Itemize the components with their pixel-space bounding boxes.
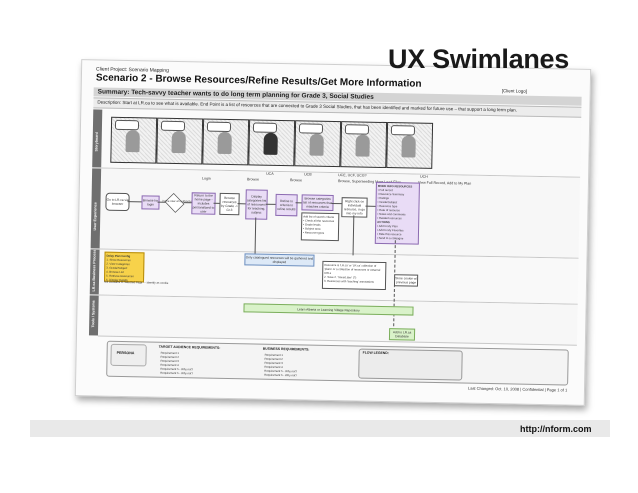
lane-strip-storyboard: Storyboard (92, 109, 103, 168)
business-yellow-box: Delay Plan Config 1. Show Resources 2. V… (103, 251, 145, 283)
business-requirements-title: BUSINESS REQUIREMENTS: (262, 346, 310, 352)
ux-homepage-box: Return to the home page - includes perso… (191, 192, 216, 215)
business-cookie-box: Store cookie w/ previous page (393, 274, 419, 287)
lane-strip-business: LR.ca Business Process (89, 249, 100, 295)
ux-browse-categories-box: Browse categories list of resources that… (301, 194, 334, 212)
flow-arrow (183, 202, 192, 204)
stage-label: Browse (289, 178, 302, 183)
lane-label-tools: Tools / Systems (91, 300, 96, 328)
storyboard-panel (156, 117, 204, 165)
document-sheet: Client Project: Scenario Mapping Scenari… (74, 59, 592, 406)
flow-arrow (213, 202, 220, 204)
lane-label-business: LR.ca Business Process (91, 249, 97, 292)
stage-label: Browse (246, 177, 260, 182)
ux-more-info-box: MORE INFO RESOURCES • Full record • Reso… (374, 181, 420, 245)
storyboard-panel (386, 122, 434, 169)
storyboard-panel (340, 121, 388, 169)
flow-arrow (157, 201, 166, 203)
business-catalogued-box: Only catalogued resources will be gather… (244, 253, 315, 267)
flow-arrow (265, 203, 276, 205)
footer-band (30, 420, 610, 437)
ux-display-categories-box: Display categories list of resources, fo… (245, 189, 268, 220)
more-info-line: • Send to a colleague (376, 235, 404, 241)
flow-arrow (237, 203, 246, 205)
tools-add-db-box: Add to LR.ca Database (388, 328, 416, 341)
client-logo: [Client Logo] (501, 88, 528, 94)
flow-arrow (331, 202, 342, 205)
document-footer: Last Changed: Oct. 10, 2008 | Confidenti… (467, 385, 568, 393)
target-requirement: Requirement 6 - Why not? (160, 370, 193, 376)
slide-title: UX Swimlanes (388, 44, 569, 74)
business-requirement: Requirement 6 - Why not? (264, 372, 297, 378)
lane-tools-bg (97, 295, 578, 346)
stage-label: Login (201, 176, 211, 181)
lane-label-storyboard: Storyboard (94, 132, 99, 152)
source-url[interactable]: http://nform.com (520, 424, 592, 434)
business-resource-list-box: Resource is 'LR.ca' or 'LR.ca' collectio… (321, 260, 387, 291)
checklist-line: • Resource types (302, 230, 325, 235)
storyboard-panel (294, 120, 342, 168)
lane-label-user-experience: User Experience (92, 202, 98, 231)
storyboard-panel (202, 118, 250, 166)
scenario-title: Scenario 2 - Browse Resources/Refine Res… (95, 72, 422, 90)
flow-legend-title: FLOW LEGEND: (362, 350, 389, 356)
swimlane-document: Client Project: Scenario Mapping Scenari… (74, 59, 592, 406)
ux-refine-box: Refine to criteria to refine results (275, 193, 298, 217)
storyboard-panel (110, 116, 158, 164)
column-header: UCH (420, 174, 428, 179)
ux-checklist-box: Add list of search criteria • Check all … (300, 212, 340, 242)
storyboard-panel (248, 119, 296, 167)
flow-arrow (295, 202, 302, 204)
ux-add-to-plan-box: Right click on individual resource, in g… (341, 197, 368, 218)
resource-list-line: 3. Resources with 'teaching' annotations (324, 278, 374, 284)
lane-strip-user-experience: User Experience (90, 168, 102, 249)
column-header: UCB (304, 172, 312, 177)
flow-arrow (365, 205, 376, 207)
ux-start-box: Go to LR.ca via browser (105, 192, 130, 212)
column-header: UCA (266, 171, 274, 176)
persona-label: PERSONA (116, 350, 135, 356)
column-header: UCE, UCF, UCG? (338, 173, 367, 178)
lane-strip-tools: Tools / Systems (88, 295, 99, 336)
